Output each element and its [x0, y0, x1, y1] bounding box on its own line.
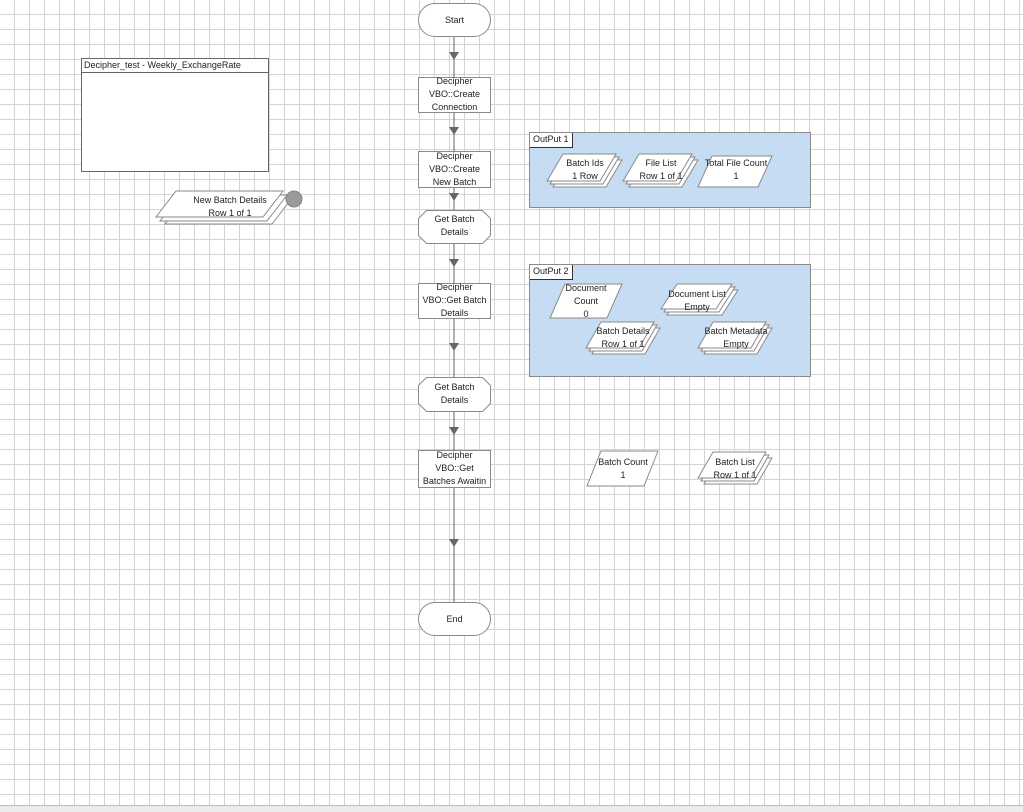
end-shape — [418, 602, 491, 636]
arrow-head — [449, 259, 459, 267]
action-shape — [418, 283, 491, 319]
stage-create-connection[interactable]: Decipher VBO::Create Connection — [428, 76, 481, 112]
arrow-head — [449, 52, 459, 60]
data-item-file-list[interactable]: File List Row 1 of 1 — [639, 158, 683, 181]
collection-shape — [660, 283, 739, 316]
data-item-batch-list[interactable]: Batch List Row 1 of 1 — [713, 457, 757, 480]
stage-get-batch-details-action[interactable]: Decipher VBO::Get Batch Details — [422, 282, 487, 318]
action-shape — [418, 77, 491, 113]
data-item-batch-metadata[interactable]: Batch Metadata Empty — [704, 326, 768, 349]
collection-shape — [622, 153, 699, 188]
data-item-shape — [549, 283, 623, 319]
data-item-batch-ids[interactable]: Batch Ids 1 Row — [566, 158, 604, 181]
page-ref-shape — [418, 377, 491, 412]
block-title: OutPut 1 — [530, 133, 573, 148]
data-item-document-list[interactable]: Document List Empty — [668, 289, 726, 312]
stage-get-batch-details-1[interactable]: Get Batch Details — [434, 214, 475, 237]
data-item-shape — [586, 450, 659, 487]
action-shape — [418, 151, 491, 188]
arrow-head — [449, 193, 459, 201]
collection-shape — [585, 321, 661, 355]
block-output-2[interactable]: OutPut 2 — [529, 264, 811, 377]
arrow-head — [449, 427, 459, 435]
arrow-head — [449, 343, 459, 351]
data-item-new-batch-details[interactable]: New Batch Details Row 1 of 1 — [193, 195, 267, 218]
data-item-batch-details[interactable]: Batch Details Row 1 of 1 — [596, 326, 650, 349]
data-item-shape — [697, 155, 773, 188]
data-item-total-file-count[interactable]: Total File Count 1 — [704, 158, 768, 181]
stage-get-batch-details-2[interactable]: Get Batch Details — [434, 382, 475, 405]
horizontal-scrollbar[interactable] — [0, 805, 1023, 812]
process-note[interactable]: Decipher_test - Weekly_ExchangeRate — [81, 58, 269, 172]
arrow-head — [449, 127, 459, 135]
end-label[interactable]: End — [446, 614, 463, 624]
page-ref-shape — [418, 210, 491, 244]
stage-get-batches-awaiting[interactable]: Decipher VBO::Get Batches Awaitin — [422, 450, 487, 486]
collection-shape — [546, 153, 623, 188]
arrow-head — [449, 539, 459, 547]
data-item-batch-count[interactable]: Batch Count 1 — [598, 457, 648, 480]
note-title: Decipher_test - Weekly_ExchangeRate — [82, 59, 268, 73]
connection-handle — [285, 190, 303, 208]
collection-shape — [697, 451, 773, 485]
stage-create-new-batch[interactable]: Decipher VBO::Create New Batch — [428, 151, 481, 187]
collection-shape — [697, 321, 773, 355]
action-shape — [418, 450, 491, 488]
start-label[interactable]: Start — [444, 15, 464, 25]
block-title: OutPut 2 — [530, 265, 573, 280]
start-shape — [418, 3, 491, 37]
collection-shape — [154, 190, 294, 225]
data-item-document-count[interactable]: Document Count 0 — [565, 283, 607, 319]
